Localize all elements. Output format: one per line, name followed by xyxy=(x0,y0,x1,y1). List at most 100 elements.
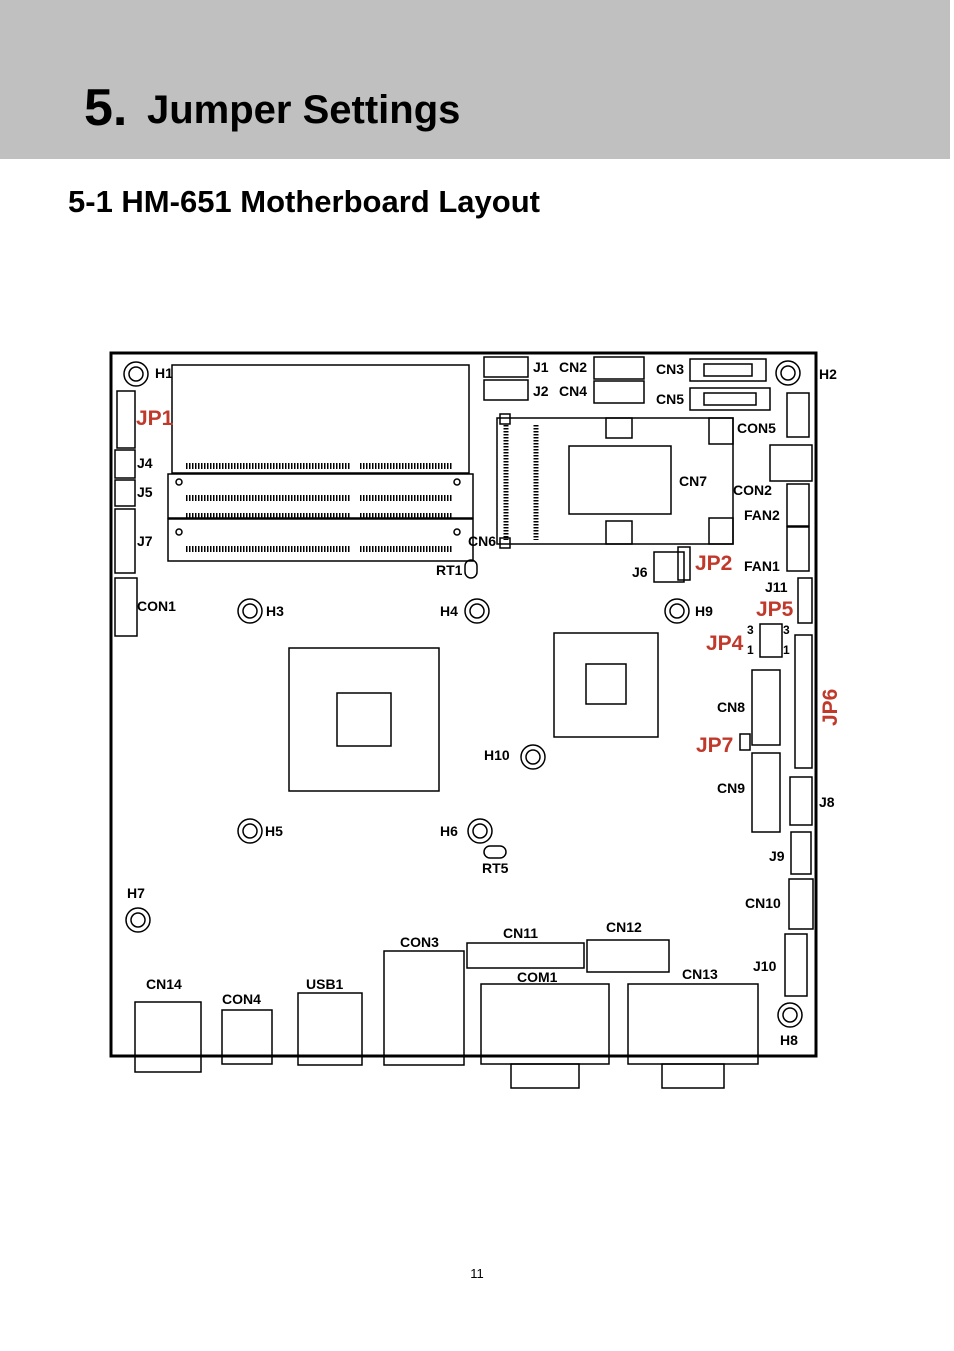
section-title: 5-1 HM-651 Motherboard Layout xyxy=(68,184,540,219)
chapter-number: 5. xyxy=(84,79,128,137)
j8-connector xyxy=(789,776,813,826)
label-h3: H3 xyxy=(266,603,284,619)
sodimm-slot-2-body xyxy=(167,518,474,562)
label-h8: H8 xyxy=(780,1032,798,1048)
label-j8: J8 xyxy=(819,794,835,810)
label-j10: J10 xyxy=(753,958,777,974)
label-j4: J4 xyxy=(137,455,153,471)
fan1-connector xyxy=(786,526,810,572)
j1-connector xyxy=(483,356,529,378)
chipset xyxy=(553,632,659,738)
cn10-header xyxy=(788,878,814,930)
label-rt1: RT1 xyxy=(436,562,463,578)
label-cn3: CN3 xyxy=(656,361,684,377)
label-j5: J5 xyxy=(137,484,153,500)
cn13-connector xyxy=(627,983,759,1065)
chapter-banner: 5. Jumper Settings xyxy=(0,0,950,159)
cn14-connector xyxy=(134,1001,202,1073)
rt1-sensor xyxy=(464,559,478,579)
label-h7: H7 xyxy=(127,885,145,901)
label-cn6: CN6 xyxy=(468,533,496,549)
label-cn13: CN13 xyxy=(682,966,718,982)
j9-connector xyxy=(790,831,812,875)
j2-connector xyxy=(483,379,529,401)
label-j1: J1 xyxy=(533,359,549,375)
label-cn10: CN10 xyxy=(745,895,781,911)
label-j6: J6 xyxy=(632,564,648,580)
label-fan2: FAN2 xyxy=(744,507,780,523)
j11-connector xyxy=(797,577,813,624)
cn12-header xyxy=(586,939,670,973)
label-cn11: CN11 xyxy=(503,925,538,941)
con4-connector xyxy=(221,1009,273,1065)
label-con5: CON5 xyxy=(737,420,776,436)
label-cn8: CN8 xyxy=(717,699,745,715)
label-pin1-jp5: 1 xyxy=(783,643,790,657)
label-pin1-jp4: 1 xyxy=(747,643,754,657)
label-con1: CON1 xyxy=(137,598,176,614)
cn2-header xyxy=(593,356,645,380)
label-cn5: CN5 xyxy=(656,391,684,407)
cn8-header xyxy=(751,669,781,746)
label-j7: J7 xyxy=(137,533,153,549)
label-h1: H1 xyxy=(155,365,173,381)
j10-connector xyxy=(784,933,808,997)
sodimm-slot-1 xyxy=(171,364,470,474)
chapter-title: Jumper Settings xyxy=(147,88,461,132)
usb1-connector xyxy=(297,992,363,1066)
label-h9: H9 xyxy=(695,603,713,619)
label-j11: J11 xyxy=(765,579,788,595)
label-jp4: JP4 xyxy=(706,632,744,655)
label-con4: CON4 xyxy=(222,991,261,1007)
cn5-sata xyxy=(689,387,771,411)
label-pin3-jp5: 3 xyxy=(783,623,790,637)
label-com1: COM1 xyxy=(517,969,558,985)
label-h6: H6 xyxy=(440,823,458,839)
label-cn4: CN4 xyxy=(559,383,587,399)
sodimm-slot-1-body xyxy=(167,473,474,519)
label-fan1: FAN1 xyxy=(744,558,780,574)
label-usb1: USB1 xyxy=(306,976,344,992)
label-jp1: JP1 xyxy=(136,407,174,430)
label-cn9: CN9 xyxy=(717,780,745,796)
label-h2: H2 xyxy=(819,366,837,382)
jp1-header xyxy=(116,390,136,449)
label-jp7: JP7 xyxy=(696,734,733,757)
cn4-header xyxy=(593,380,645,404)
label-cn7: CN7 xyxy=(679,473,707,489)
jp4-jp5-headers xyxy=(759,623,783,658)
label-h5: H5 xyxy=(265,823,283,839)
label-h4: H4 xyxy=(440,603,458,619)
cpu-socket xyxy=(288,647,440,792)
label-con3: CON3 xyxy=(400,934,439,950)
rt5-sensor xyxy=(483,845,507,859)
j4-connector xyxy=(114,449,136,479)
jp7-header xyxy=(739,733,751,751)
j5-connector xyxy=(114,479,136,507)
label-pin3-jp4: 3 xyxy=(747,623,754,637)
j7-connector xyxy=(114,508,136,574)
label-jp2: JP2 xyxy=(695,552,732,575)
label-j9: J9 xyxy=(769,848,785,864)
cn9-header xyxy=(751,752,781,833)
con3-connector xyxy=(383,950,465,1066)
con5-connector xyxy=(786,392,810,438)
cn3-sata xyxy=(689,358,767,382)
con2-power xyxy=(769,444,813,482)
j6-connector xyxy=(653,551,685,583)
label-rt5: RT5 xyxy=(482,860,509,876)
jp6-header xyxy=(794,634,813,769)
label-cn2: CN2 xyxy=(559,359,587,375)
cn11-header xyxy=(466,942,585,969)
con1-header xyxy=(114,577,138,637)
page-number: 11 xyxy=(470,1266,484,1281)
label-cn12: CN12 xyxy=(606,919,642,935)
label-jp5: JP5 xyxy=(756,598,794,621)
mounting-holes xyxy=(123,360,803,1028)
label-h10: H10 xyxy=(484,747,510,763)
com1-connector xyxy=(480,983,610,1065)
label-j2: J2 xyxy=(533,383,549,399)
jp2-header xyxy=(677,546,691,581)
label-con2: CON2 xyxy=(733,482,772,498)
